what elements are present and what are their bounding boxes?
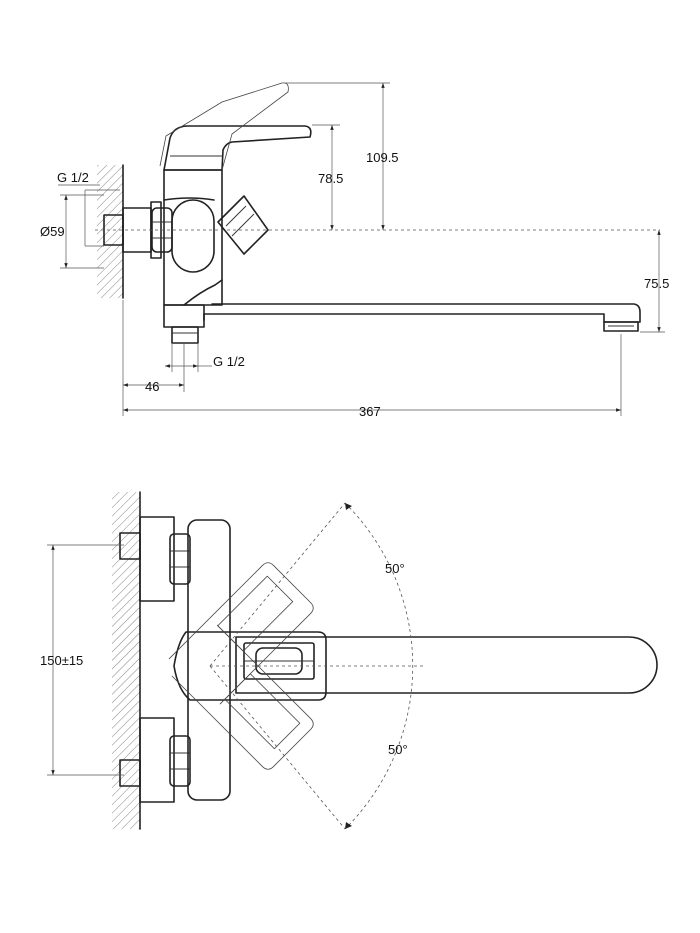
lever-ghost-down bbox=[171, 624, 314, 770]
aerator bbox=[603, 321, 639, 332]
lever-open-ghost bbox=[159, 82, 289, 171]
bottom-outlet bbox=[163, 304, 205, 328]
lower-eccentric bbox=[139, 717, 175, 803]
side-dimensions: G 1/2 Ø59 78.5 109.5 75.5 G 1/2 46 367 bbox=[40, 82, 669, 419]
lever-closed bbox=[163, 125, 312, 171]
rotation-arc bbox=[344, 502, 414, 830]
top-dimensions: 150±15 50° 50° bbox=[40, 544, 408, 776]
side-view bbox=[95, 82, 660, 344]
lever-head-top bbox=[173, 631, 327, 701]
spout-side bbox=[203, 303, 641, 323]
dim-rotation-up: 50° bbox=[385, 561, 405, 576]
mixer-body-top bbox=[187, 519, 231, 801]
bottom-outlet-thread bbox=[171, 326, 199, 344]
dim-spout-length: 367 bbox=[359, 404, 381, 419]
dim-rotation-down: 50° bbox=[388, 742, 408, 757]
dim-center-distance: 150±15 bbox=[40, 653, 83, 668]
wall-hatch-top bbox=[112, 492, 140, 829]
dim-diameter: Ø59 bbox=[40, 224, 65, 239]
lower-union-nut bbox=[169, 735, 191, 787]
upper-eccentric bbox=[139, 516, 175, 602]
dim-thread-outlet: G 1/2 bbox=[213, 354, 245, 369]
upper-union-nut bbox=[169, 533, 191, 585]
wall-hatch-side bbox=[97, 165, 123, 298]
diverter-knob bbox=[217, 195, 269, 255]
top-view bbox=[112, 491, 658, 830]
dim-lever-height-max: 109.5 bbox=[366, 150, 399, 165]
dim-spout-drop: 75.5 bbox=[644, 276, 669, 291]
dim-thread-inlet: G 1/2 bbox=[57, 170, 89, 185]
dim-wall-to-axis: 46 bbox=[145, 379, 159, 394]
body-oval-window bbox=[171, 199, 215, 273]
dim-lever-height-min: 78.5 bbox=[318, 171, 343, 186]
spout-top bbox=[235, 636, 658, 694]
lever-ghost-up bbox=[168, 562, 314, 705]
